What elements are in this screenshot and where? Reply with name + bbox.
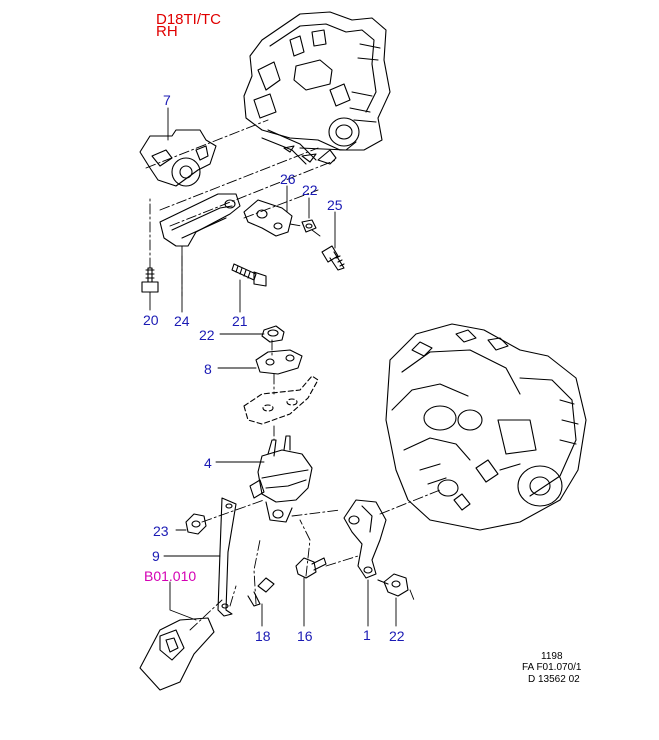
- bracket-24: [159, 193, 241, 247]
- callout-24: 24: [174, 313, 190, 329]
- reference-drawing: D 13562 02: [528, 674, 580, 685]
- callout-9: 9: [152, 548, 160, 564]
- callout-b01-010: B01.010: [144, 568, 197, 584]
- callout-22: 22: [389, 628, 405, 644]
- callout-4: 4: [204, 455, 212, 471]
- callout-22: 22: [302, 182, 318, 198]
- callout-25: 25: [327, 197, 343, 213]
- assembly-lines: [145, 119, 441, 631]
- bolt-21: [231, 263, 267, 287]
- callout-21: 21: [232, 313, 248, 329]
- reference-code: FA F01.070/1: [522, 662, 582, 673]
- gasket-outline: [243, 375, 319, 425]
- nut-22-middle: [261, 325, 285, 343]
- frame-bracket-b01-010: [139, 617, 215, 691]
- bolt-18: [247, 577, 275, 607]
- callout-18: 18: [255, 628, 271, 644]
- strap-9: [217, 497, 237, 617]
- leader-lines: [149, 107, 397, 627]
- reference-date: 1198: [541, 651, 563, 662]
- bolt-16: [295, 557, 327, 579]
- callout-22: 22: [199, 327, 215, 343]
- side-title: RH: [156, 23, 178, 40]
- bracket-26: [243, 199, 293, 237]
- nut-22-upper: [301, 219, 317, 233]
- bolt-20: [141, 267, 159, 293]
- bolt-25: [321, 245, 345, 271]
- mount-7: [139, 129, 217, 187]
- callout-23: 23: [153, 523, 169, 539]
- bolt-22-lower: [377, 573, 409, 597]
- engine-block: [385, 323, 587, 531]
- callout-1: 1: [363, 627, 371, 643]
- plate-8: [255, 349, 303, 375]
- callout-8: 8: [204, 361, 212, 377]
- callout-20: 20: [143, 312, 159, 328]
- model-title: D18TI/TC: [156, 11, 222, 28]
- nut-23: [185, 513, 207, 535]
- callout-7: 7: [163, 92, 171, 108]
- bracket-1: [343, 499, 387, 579]
- callout-16: 16: [297, 628, 313, 644]
- mount-4: [249, 435, 313, 523]
- gearbox-housing-upper: [243, 11, 391, 165]
- callout-26: 26: [280, 171, 296, 187]
